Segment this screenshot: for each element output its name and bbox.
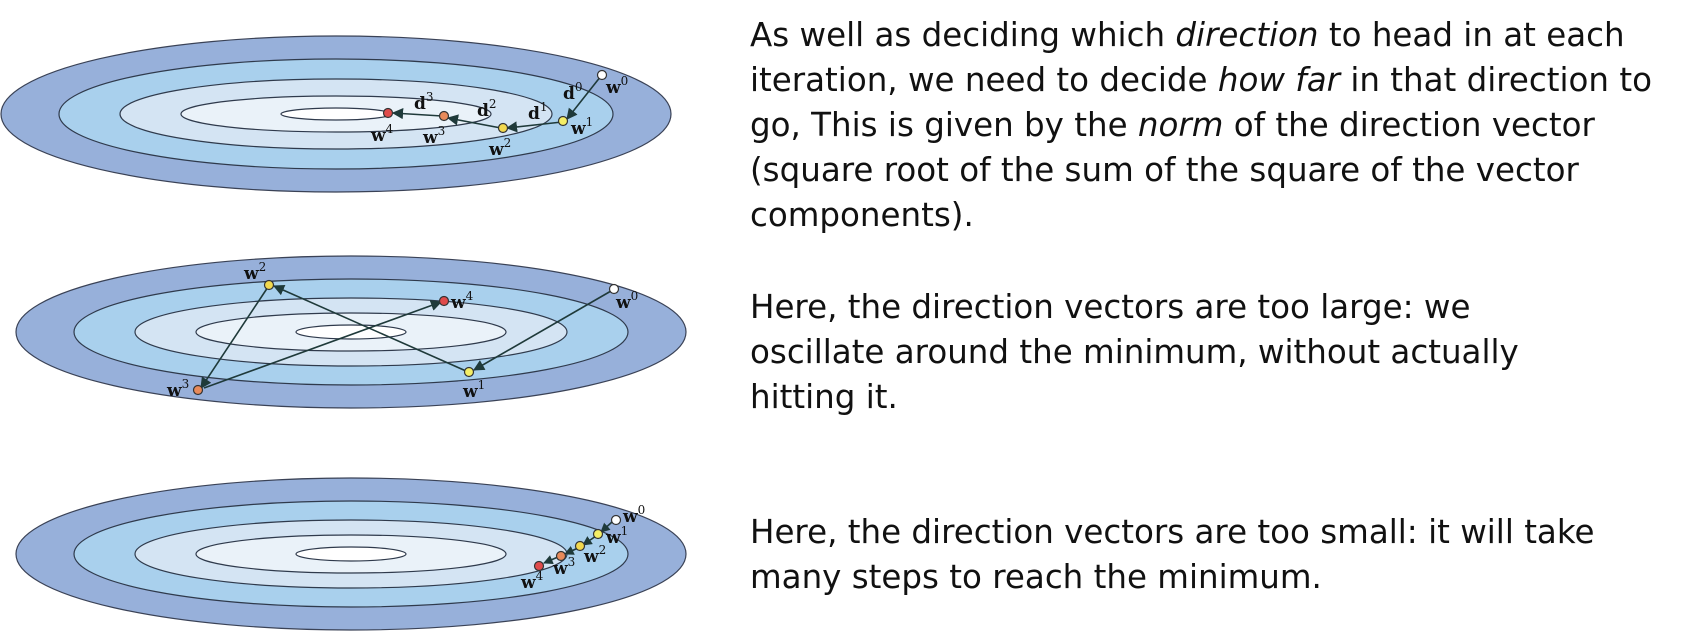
arrow-step-2 (582, 535, 597, 546)
label-w4: w4 (450, 289, 474, 313)
label-w0: w0 (615, 289, 638, 313)
contour-plot-good: w0 d0 w1 d1 w2 d2 w3 d3 w4 (0, 35, 672, 193)
arrow-d1 (505, 121, 563, 133)
paragraph-too-large: Here, the direction vectors are too larg… (750, 288, 1519, 416)
label-w3: w3 (552, 555, 575, 579)
arrow-step-3 (200, 286, 269, 389)
label-w4: w4 (370, 122, 394, 146)
label-d3: d3 (414, 90, 434, 114)
point-w4 (438, 295, 450, 307)
arrow-step-4 (543, 555, 559, 565)
arrow-step-1 (600, 521, 613, 533)
point-w4 (533, 560, 545, 572)
p1-text-1: As well as deciding which (750, 16, 1176, 54)
emphasis-how-far: how far (1217, 61, 1340, 99)
point-w3 (555, 550, 567, 562)
label-w2: w2 (488, 136, 511, 160)
label-w0: w0 (622, 503, 645, 527)
label-w1: w1 (605, 524, 628, 548)
point-w2 (574, 540, 586, 552)
contour-5 (295, 546, 407, 562)
arrow-step-4 (203, 300, 443, 389)
point-w0 (596, 69, 608, 81)
point-w3 (438, 110, 450, 122)
label-d1: d1 (528, 100, 548, 124)
label-d0: d0 (563, 80, 583, 104)
label-w0: w0 (605, 74, 628, 98)
label-w3: w3 (422, 124, 445, 148)
diagram-small-step: w0 w1 w2 w3 w4 (0, 442, 700, 642)
diagram-good-step: w0 d0 w1 d1 w2 d2 w3 d3 w4 (0, 0, 700, 200)
emphasis-direction: direction (1175, 16, 1319, 54)
point-w0 (610, 514, 622, 526)
p1-text-4: of the direction vector (square root of … (750, 106, 1595, 234)
label-d2: d2 (477, 97, 497, 121)
arrow-d0 (566, 75, 602, 120)
point-w1 (463, 366, 475, 378)
contour-plot-small: w0 w1 w2 w3 w4 (15, 477, 687, 631)
point-w1 (592, 528, 604, 540)
arrow-d2 (446, 114, 502, 129)
arrow-step-1 (473, 290, 612, 371)
paragraph-step-size: As well as deciding which direction to h… (750, 13, 1670, 238)
label-w1: w1 (462, 378, 485, 402)
contour-plot-large: w0 w1 w2 w3 w4 (15, 255, 687, 409)
p1-text-3: in that direction to go, This is given b… (750, 61, 1652, 144)
point-w3 (192, 384, 204, 396)
paragraph-too-small: Here, the direction vectors are too smal… (750, 513, 1595, 596)
contour-5 (280, 107, 392, 121)
point-w0 (608, 283, 620, 295)
arrow-step-3 (564, 546, 579, 555)
label-w1: w1 (570, 115, 593, 139)
p1-text-2: to head in at each iteration, we need to… (750, 16, 1625, 99)
diagram-large-step: w0 w1 w2 w3 w4 (0, 222, 700, 422)
label-w3: w3 (166, 377, 189, 401)
point-w4 (382, 107, 394, 119)
label-w4: w4 (520, 569, 544, 593)
emphasis-norm: norm (1137, 106, 1224, 144)
point-w1 (557, 115, 569, 127)
point-w2 (497, 122, 509, 134)
point-w2 (263, 279, 275, 291)
contour-5 (295, 324, 407, 340)
label-w2: w2 (583, 543, 606, 567)
arrow-d3 (391, 108, 443, 120)
label-w2: w2 (243, 260, 266, 284)
